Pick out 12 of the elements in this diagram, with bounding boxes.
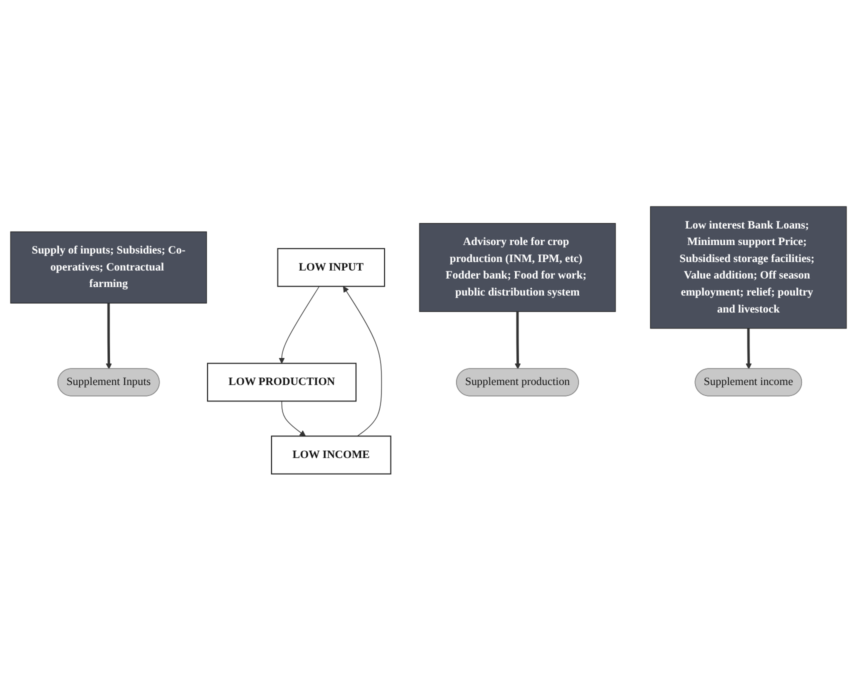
- arrow: [514, 312, 521, 370]
- node-box: Advisory role for crop production (INM, IPM, etc) Fodder bank; Food for work; public distribution system: [419, 223, 616, 312]
- arrow: [746, 328, 752, 370]
- node-box: LOW INPUT: [277, 248, 386, 288]
- node-box: Supply of inputs; Subsidies; Co-operatives; Contractual farming: [10, 232, 207, 304]
- node-box: Low interest Bank Loans; Minimum support Price; Subsidised storage facilities; Value addition; Off season employment; relief; poultry and livestock: [650, 206, 847, 329]
- arrow: [281, 401, 306, 437]
- arrow: [106, 303, 112, 370]
- arrow: [278, 286, 320, 364]
- node-box: LOW PRODUCTION: [207, 363, 357, 402]
- node-box: LOW INCOME: [271, 436, 392, 475]
- arrow: [343, 286, 382, 437]
